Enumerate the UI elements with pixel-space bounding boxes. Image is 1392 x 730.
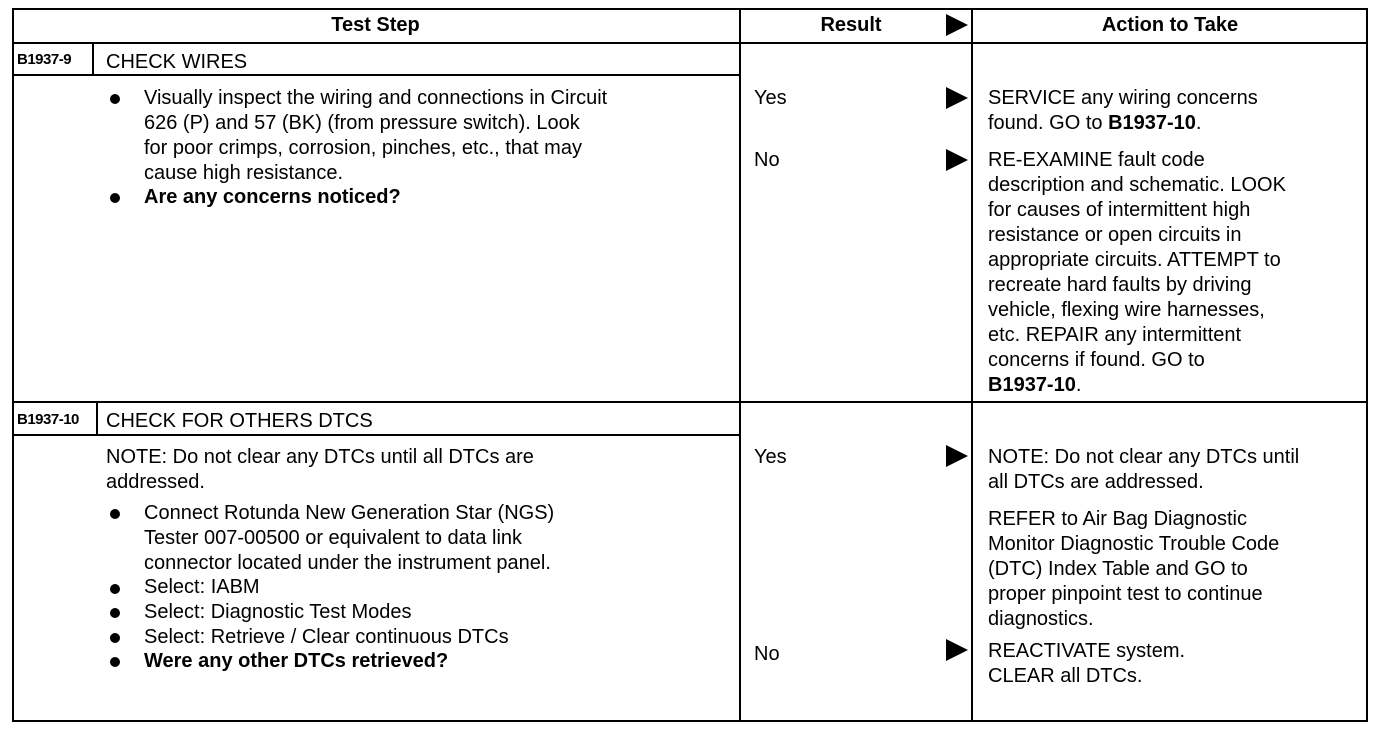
header-bottom-line bbox=[12, 42, 1368, 44]
step10-title: CHECK FOR OTHERS DTCS bbox=[106, 410, 373, 432]
table-border-right bbox=[1366, 8, 1368, 722]
header-action: Action to Take bbox=[1101, 14, 1239, 36]
step10-note-line-2: addressed. bbox=[106, 471, 205, 493]
bullet-icon bbox=[110, 584, 120, 594]
step10-yes-label: Yes bbox=[754, 446, 787, 468]
step10-yes-note-line-1: NOTE: Do not clear any DTCs until bbox=[988, 446, 1300, 468]
col-sep-action bbox=[971, 8, 973, 722]
step10-bullet2: Select: IABM bbox=[144, 576, 260, 598]
step9-bullet-line-1: Visually inspect the wiring and connecti… bbox=[144, 87, 608, 109]
step10-yes-refer-line-2: Monitor Diagnostic Trouble Code bbox=[988, 533, 1280, 555]
step10-note-line-1: NOTE: Do not clear any DTCs until all DT… bbox=[106, 446, 534, 468]
step9-bullet-line-4: cause high resistance. bbox=[144, 162, 344, 184]
step9-bullet-line-2: 626 (P) and 57 (BK) (from pressure switc… bbox=[144, 112, 580, 134]
step9-title-line bbox=[12, 74, 739, 76]
step9-question: Are any concerns noticed? bbox=[144, 186, 401, 208]
step9-title: CHECK WIRES bbox=[106, 51, 248, 73]
step10-question: Were any other DTCs retrieved? bbox=[144, 650, 449, 672]
step10-no-action-line-2: CLEAR all DTCs. bbox=[988, 665, 1143, 687]
step10-no-arrow-icon bbox=[946, 639, 968, 661]
bullet-icon bbox=[110, 193, 120, 203]
header-result: Result bbox=[820, 14, 882, 36]
step10-no-action-line-1: REACTIVATE system. bbox=[988, 640, 1186, 662]
table-border-bottom bbox=[12, 720, 1368, 722]
step10-bullet1-line-1: Connect Rotunda New Generation Star (NGS… bbox=[144, 502, 555, 524]
bullet-icon bbox=[110, 94, 120, 104]
table-border-left bbox=[12, 8, 14, 722]
step9-yes-action-line-1: SERVICE any wiring concerns bbox=[988, 87, 1258, 109]
step9-no-label: No bbox=[754, 149, 780, 171]
step10-yes-note-line-2: all DTCs are addressed. bbox=[988, 471, 1204, 493]
step9-yes-label: Yes bbox=[754, 87, 787, 109]
step9-yes-arrow-icon bbox=[946, 87, 968, 109]
diagnostic-table: Test Step Result Action to Take B1937-9 … bbox=[12, 8, 1368, 722]
step10-bullet4: Select: Retrieve / Clear continuous DTCs bbox=[144, 626, 509, 648]
step10-yes-refer-line-4: proper pinpoint test to continue bbox=[988, 583, 1263, 605]
step9-no-action-line-7: vehicle, flexing wire harnesses, bbox=[988, 299, 1265, 321]
bullet-icon bbox=[110, 633, 120, 643]
bullet-icon bbox=[110, 509, 120, 519]
step10-id-sep bbox=[96, 401, 98, 436]
step10-no-label: No bbox=[754, 643, 780, 665]
bullet-icon bbox=[110, 657, 120, 667]
step9-yes-action-line-2: found. GO to B1937-10. bbox=[988, 112, 1202, 134]
step9-no-action-line-3: for causes of intermittent high bbox=[988, 199, 1251, 221]
step9-no-action-line-9: concerns if found. GO to bbox=[988, 349, 1205, 371]
step9-no-action-line-1: RE-EXAMINE fault code bbox=[988, 149, 1205, 171]
header-arrow-icon bbox=[946, 14, 968, 36]
step10-bullet1-line-2: Tester 007-00500 or equivalent to data l… bbox=[144, 527, 523, 549]
step10-yes-refer-line-3: (DTC) Index Table and GO to bbox=[988, 558, 1248, 580]
step9-no-action-line-10: B1937-10. bbox=[988, 374, 1082, 396]
step9-no-action-line-5: appropriate circuits. ATTEMPT to bbox=[988, 249, 1281, 271]
step9-no-action-line-6: recreate hard faults by driving bbox=[988, 274, 1252, 296]
table-border-top bbox=[12, 8, 1368, 10]
step9-no-action-ref[interactable]: B1937-10 bbox=[988, 374, 1076, 396]
row-separator bbox=[12, 401, 1368, 403]
step10-yes-refer-line-5: diagnostics. bbox=[988, 608, 1094, 630]
step9-no-action-line-8: etc. REPAIR any intermittent bbox=[988, 324, 1242, 346]
step10-yes-refer-line-1: REFER to Air Bag Diagnostic bbox=[988, 508, 1247, 530]
step9-no-action-line-4: resistance or open circuits in bbox=[988, 224, 1242, 246]
step9-yes-action-ref[interactable]: B1937-10 bbox=[1108, 112, 1196, 134]
step9-id: B1937-9 bbox=[17, 51, 72, 68]
step9-no-action-line-2: description and schematic. LOOK bbox=[988, 174, 1286, 196]
step10-title-line bbox=[12, 434, 739, 436]
step9-no-arrow-icon bbox=[946, 149, 968, 171]
step10-bullet3: Select: Diagnostic Test Modes bbox=[144, 601, 412, 623]
step10-yes-arrow-icon bbox=[946, 445, 968, 467]
step9-bullet-line-3: for poor crimps, corrosion, pinches, etc… bbox=[144, 137, 582, 159]
bullet-icon bbox=[110, 608, 120, 618]
header-test-step: Test Step bbox=[331, 14, 420, 36]
step10-bullet1-line-3: connector located under the instrument p… bbox=[144, 552, 551, 574]
step9-id-sep bbox=[92, 42, 94, 76]
step10-id: B1937-10 bbox=[17, 411, 79, 428]
col-sep-result bbox=[739, 8, 741, 722]
